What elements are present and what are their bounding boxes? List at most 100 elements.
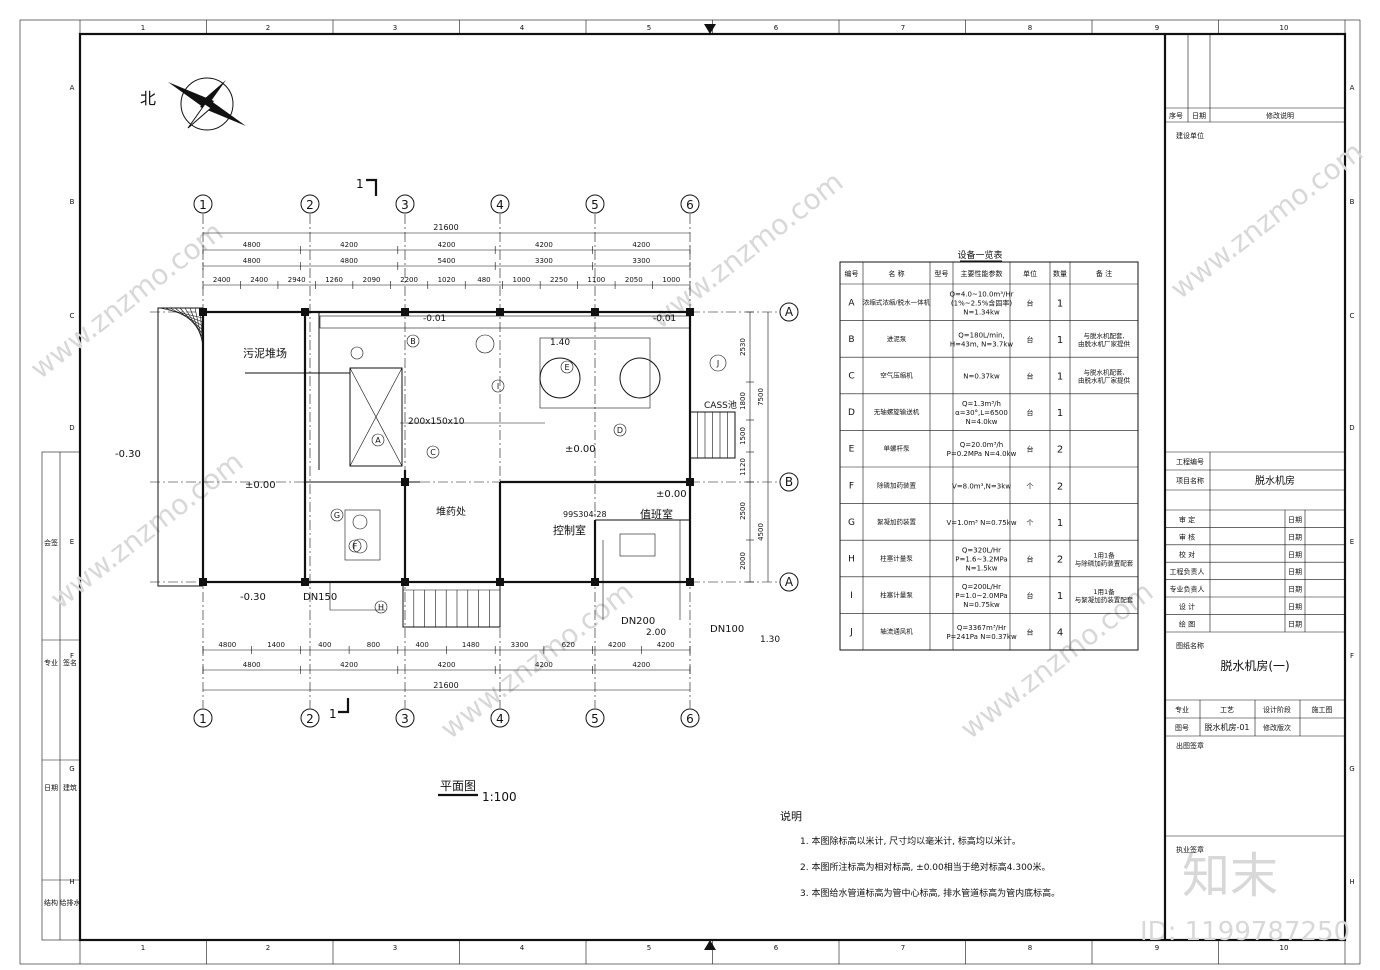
eq-row-params: P=1.6~3.2MPa	[955, 556, 1007, 564]
level-1: ±0.00	[245, 480, 276, 491]
eq-row-params: Q=200L/Hr	[962, 583, 1001, 591]
ruler-right-F: F	[1350, 652, 1354, 660]
sign-date-4: 日期	[1288, 586, 1302, 594]
room-sludge: 污泥堆场	[243, 346, 287, 360]
ruler-bottom-5: 5	[647, 944, 651, 952]
equip-tag-e: E	[564, 363, 569, 372]
eq-row-note: 与絮凝加药装置配套	[1075, 595, 1134, 604]
eq-row-params: V=8.0m³,N=3kw	[952, 482, 1011, 490]
cass-label: CASS池	[704, 399, 737, 411]
dim-top2-3: 3300	[535, 257, 553, 265]
axis-bubble-bottom-5	[585, 708, 605, 728]
sign-role-2: 校 对	[1179, 550, 1195, 559]
eq-row-params: Q=320L/Hr	[962, 547, 1001, 555]
north-label: 北	[140, 89, 156, 108]
dim-bot1-2: 400	[318, 641, 331, 649]
dim-top3-3: 1260	[325, 276, 343, 284]
ruler-bottom-1: 1	[141, 944, 145, 952]
north-arrow: 北	[140, 77, 246, 131]
notes-title: 说明	[780, 809, 802, 823]
ruler-left-A: A	[70, 84, 75, 92]
project-no-label: 工程编号	[1176, 457, 1204, 466]
room-duty: 值班室	[640, 507, 673, 521]
axis-label-bottom-2: 2	[306, 712, 314, 726]
ruler-bottom-2: 2	[266, 944, 270, 952]
discipline: 工艺	[1220, 706, 1234, 714]
level-0: -0.30	[115, 449, 141, 460]
level-3: ±0.00	[565, 444, 596, 455]
drawing-no-label: 图号	[1175, 724, 1189, 732]
ruler-right-D: D	[1349, 424, 1354, 432]
axis-bubble-bottom-3	[395, 708, 415, 728]
axis-bubble-top-2	[300, 194, 320, 214]
rev-header-date: 日期	[1192, 112, 1206, 120]
axis-label-bottom-3: 3	[401, 712, 409, 726]
ruler-bottom-3: 3	[393, 944, 397, 952]
eq-row-params: N=0.37kw	[963, 373, 1000, 381]
plan-scale: 1:100	[482, 790, 517, 804]
dim-right-0: 2530	[739, 338, 747, 356]
ruler-left-H: H	[69, 878, 74, 886]
eq-row-id: D	[848, 408, 855, 418]
equip-tag-f: F	[353, 542, 358, 551]
eq-row-params: Q=3367m³/Hr	[957, 624, 1006, 632]
left-strip-label-1: 专业	[44, 658, 58, 667]
note-3: 3. 本图给水管道标高为管中心标高, 排水管道标高为管内底标高。	[800, 887, 1060, 899]
dim-top3-1: 2400	[250, 276, 268, 284]
ruler-top-2: 2	[266, 24, 270, 32]
stage-label: 设计阶段	[1263, 705, 1291, 714]
title-block: 序号 日期 修改说明 建设单位 工程编号 项目名称 脱水机房 审 定日期审 核日…	[1163, 34, 1345, 940]
ruler-top-5: 5	[647, 24, 651, 32]
eq-row-id: C	[848, 372, 854, 382]
pipe-level-2: 1.30	[760, 635, 780, 645]
ruler-left-D: D	[69, 424, 74, 432]
ruler-top-6: 6	[774, 24, 779, 32]
ruler-left-F: F	[70, 652, 74, 660]
ruler-bottom-8: 8	[1028, 944, 1032, 952]
eq-row-params: (1%~2.5%含固率)	[951, 298, 1012, 307]
dim-bot1-3: 800	[367, 641, 380, 649]
ruler-left-C: C	[70, 312, 75, 320]
discipline-label: 专业	[1175, 705, 1189, 714]
compass-icon	[180, 77, 234, 131]
dim-top1-3: 4200	[535, 241, 553, 249]
ruler-bottom-6: 6	[774, 944, 779, 952]
row-bubble-0	[779, 302, 799, 322]
eq-row-name: 柱塞计量泵	[880, 590, 913, 599]
axis-label-bottom-6: 6	[686, 712, 694, 726]
eq-row-params: P=0.2MPa N=4.0kw	[947, 450, 1017, 458]
dim-top1-1: 4200	[340, 241, 358, 249]
level-2: -0.30	[240, 592, 266, 603]
eq-row-qty: 1	[1057, 518, 1063, 529]
dim-right-6: 4500	[757, 523, 765, 541]
dim-bot1-7: 620	[562, 641, 575, 649]
dim-bot1-0: 4800	[218, 641, 236, 649]
dim-top1-0: 4800	[243, 241, 261, 249]
dim-bot2-3: 4200	[535, 661, 553, 669]
sign-date-0: 日期	[1288, 516, 1302, 524]
eq-row-params: Q=1.3m³/h	[962, 400, 1001, 408]
row-bubble-1	[779, 472, 799, 492]
axis-bubble-bottom-4	[490, 708, 510, 728]
level-8: -0.01	[653, 314, 676, 324]
equip-tag-i: I	[497, 382, 499, 391]
watermark-logo: 知末	[1182, 848, 1278, 904]
axis-label-top-5: 5	[591, 198, 599, 212]
dim-right-1: 7500	[757, 388, 765, 406]
dim-bot2-4: 4200	[632, 661, 650, 669]
dim-top2-2: 5400	[438, 257, 456, 265]
sign-role-5: 设 计	[1179, 602, 1195, 611]
eq-header-6: 备 注	[1096, 269, 1112, 278]
pipe-dn150: DN150	[303, 592, 337, 603]
row-bubble-2	[779, 572, 799, 592]
dim-right-7: 2000	[739, 552, 747, 570]
dim-bot1-5: 1480	[462, 641, 480, 649]
axis-label-top-6: 6	[686, 198, 694, 212]
eq-row-params: α=30°,L=6500	[955, 409, 1008, 417]
rev-header-note: 修改说明	[1266, 111, 1294, 120]
eq-row-qty: 1	[1057, 591, 1063, 602]
left-strip: 会签 专业 签名 日期 建筑 结构 给排水	[41, 451, 81, 941]
eq-row-id: I	[850, 591, 853, 601]
